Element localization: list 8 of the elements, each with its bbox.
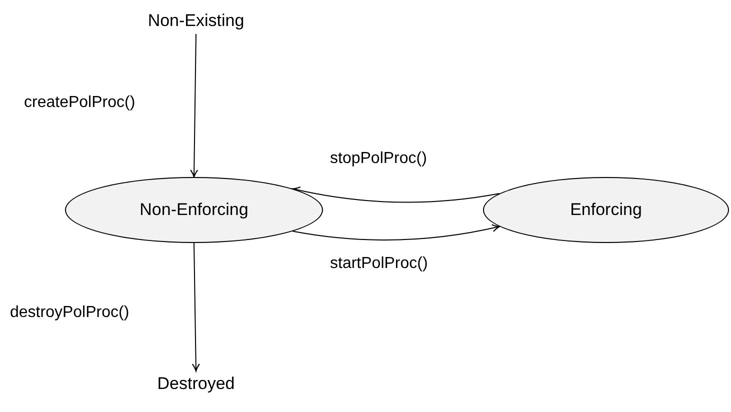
state-label: Non-Existing xyxy=(136,8,256,34)
edge-label: destroyPolProc() xyxy=(10,303,130,323)
state-label: Destroyed xyxy=(136,371,256,397)
state-ellipse: Enforcing xyxy=(483,177,729,243)
state-ellipse: Non-Enforcing xyxy=(65,177,323,243)
edge-label: stopPolProc() xyxy=(330,149,427,169)
edge-label: startPolProc() xyxy=(330,254,428,274)
edge-label: createPolProc() xyxy=(24,93,136,113)
